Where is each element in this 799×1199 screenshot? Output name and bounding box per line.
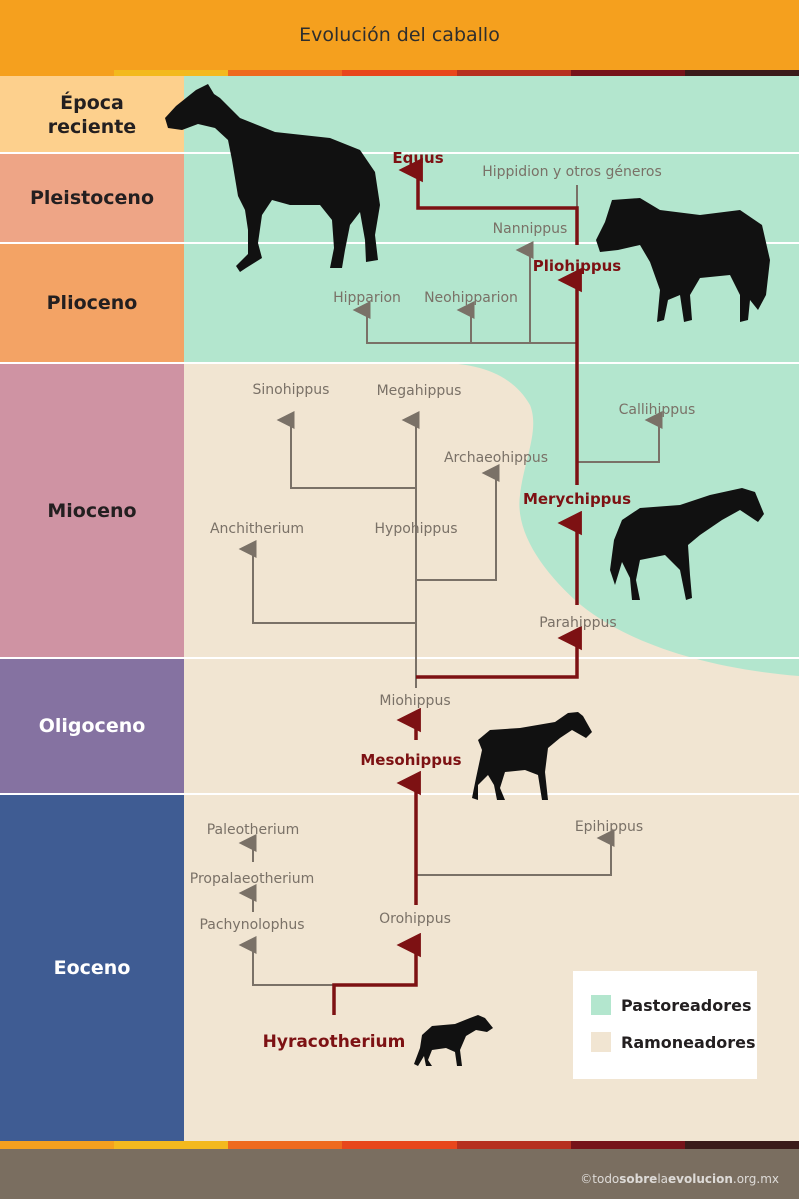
horse-silhouette-icon [610, 488, 764, 600]
label-paleotherium: Paleotherium [207, 822, 300, 838]
label-callihippus: Callihippus [619, 402, 696, 418]
legend-swatch [591, 1032, 611, 1052]
label-hippidion: Hippidion y otros géneros [482, 164, 662, 180]
label-propalaeotherium: Propalaeotherium [190, 871, 314, 887]
legend-item-ramoneadores: Ramoneadores [591, 1032, 756, 1052]
legend-label: Pastoreadores [621, 995, 752, 1015]
era-mioceno: Mioceno [0, 363, 184, 658]
label-equus: Equus [392, 149, 443, 167]
era-pleistoceno: Pleistoceno [0, 153, 184, 243]
era-eoceno: Eoceno [0, 794, 184, 1141]
footer [0, 1149, 799, 1199]
label-pliohippus: Pliohippus [533, 257, 622, 275]
page-title: Evolución del caballo [299, 24, 500, 46]
label-miohippus: Miohippus [379, 693, 450, 709]
label-nannippus: Nannippus [493, 221, 568, 237]
top-color-stripe [0, 70, 799, 76]
era-epoca-reciente: Época reciente [0, 76, 184, 153]
label-hipparion: Hipparion [333, 290, 401, 306]
legend: Pastoreadores Ramoneadores [573, 971, 757, 1079]
label-hyracotherium: Hyracotherium [263, 1032, 406, 1052]
credit-text[interactable]: ©todosobrelaevolucion.org.mx [580, 1172, 779, 1186]
label-archaeohippus: Archaeohippus [444, 450, 548, 466]
label-neohipparion: Neohipparion [424, 290, 518, 306]
label-epihippus: Epihippus [575, 819, 643, 835]
label-mesohippus: Mesohippus [360, 751, 461, 769]
label-hypohippus: Hypohippus [375, 521, 458, 537]
label-megahippus: Megahippus [377, 383, 462, 399]
horse-silhouette-icon [165, 84, 380, 272]
era-oligoceno: Oligoceno [0, 658, 184, 794]
side-lineages [238, 185, 663, 986]
legend-item-pastoreadores: Pastoreadores [591, 995, 752, 1015]
label-parahippus: Parahippus [539, 615, 616, 631]
label-sinohippus: Sinohippus [253, 382, 330, 398]
label-pachynolophus: Pachynolophus [199, 917, 304, 933]
main-lineage [332, 157, 582, 1015]
bottom-color-stripe [0, 1141, 799, 1149]
legend-swatch [591, 995, 611, 1015]
label-anchitherium: Anchitherium [210, 521, 304, 537]
horse-silhouette-icon [596, 198, 770, 322]
header: Evolución del caballo [0, 0, 799, 70]
horse-silhouette-icon [472, 712, 592, 800]
label-orohippus: Orohippus [379, 911, 451, 927]
era-plioceno: Plioceno [0, 243, 184, 363]
horse-silhouette-icon [414, 1015, 493, 1066]
label-merychippus: Merychippus [523, 490, 631, 508]
legend-label: Ramoneadores [621, 1032, 756, 1052]
